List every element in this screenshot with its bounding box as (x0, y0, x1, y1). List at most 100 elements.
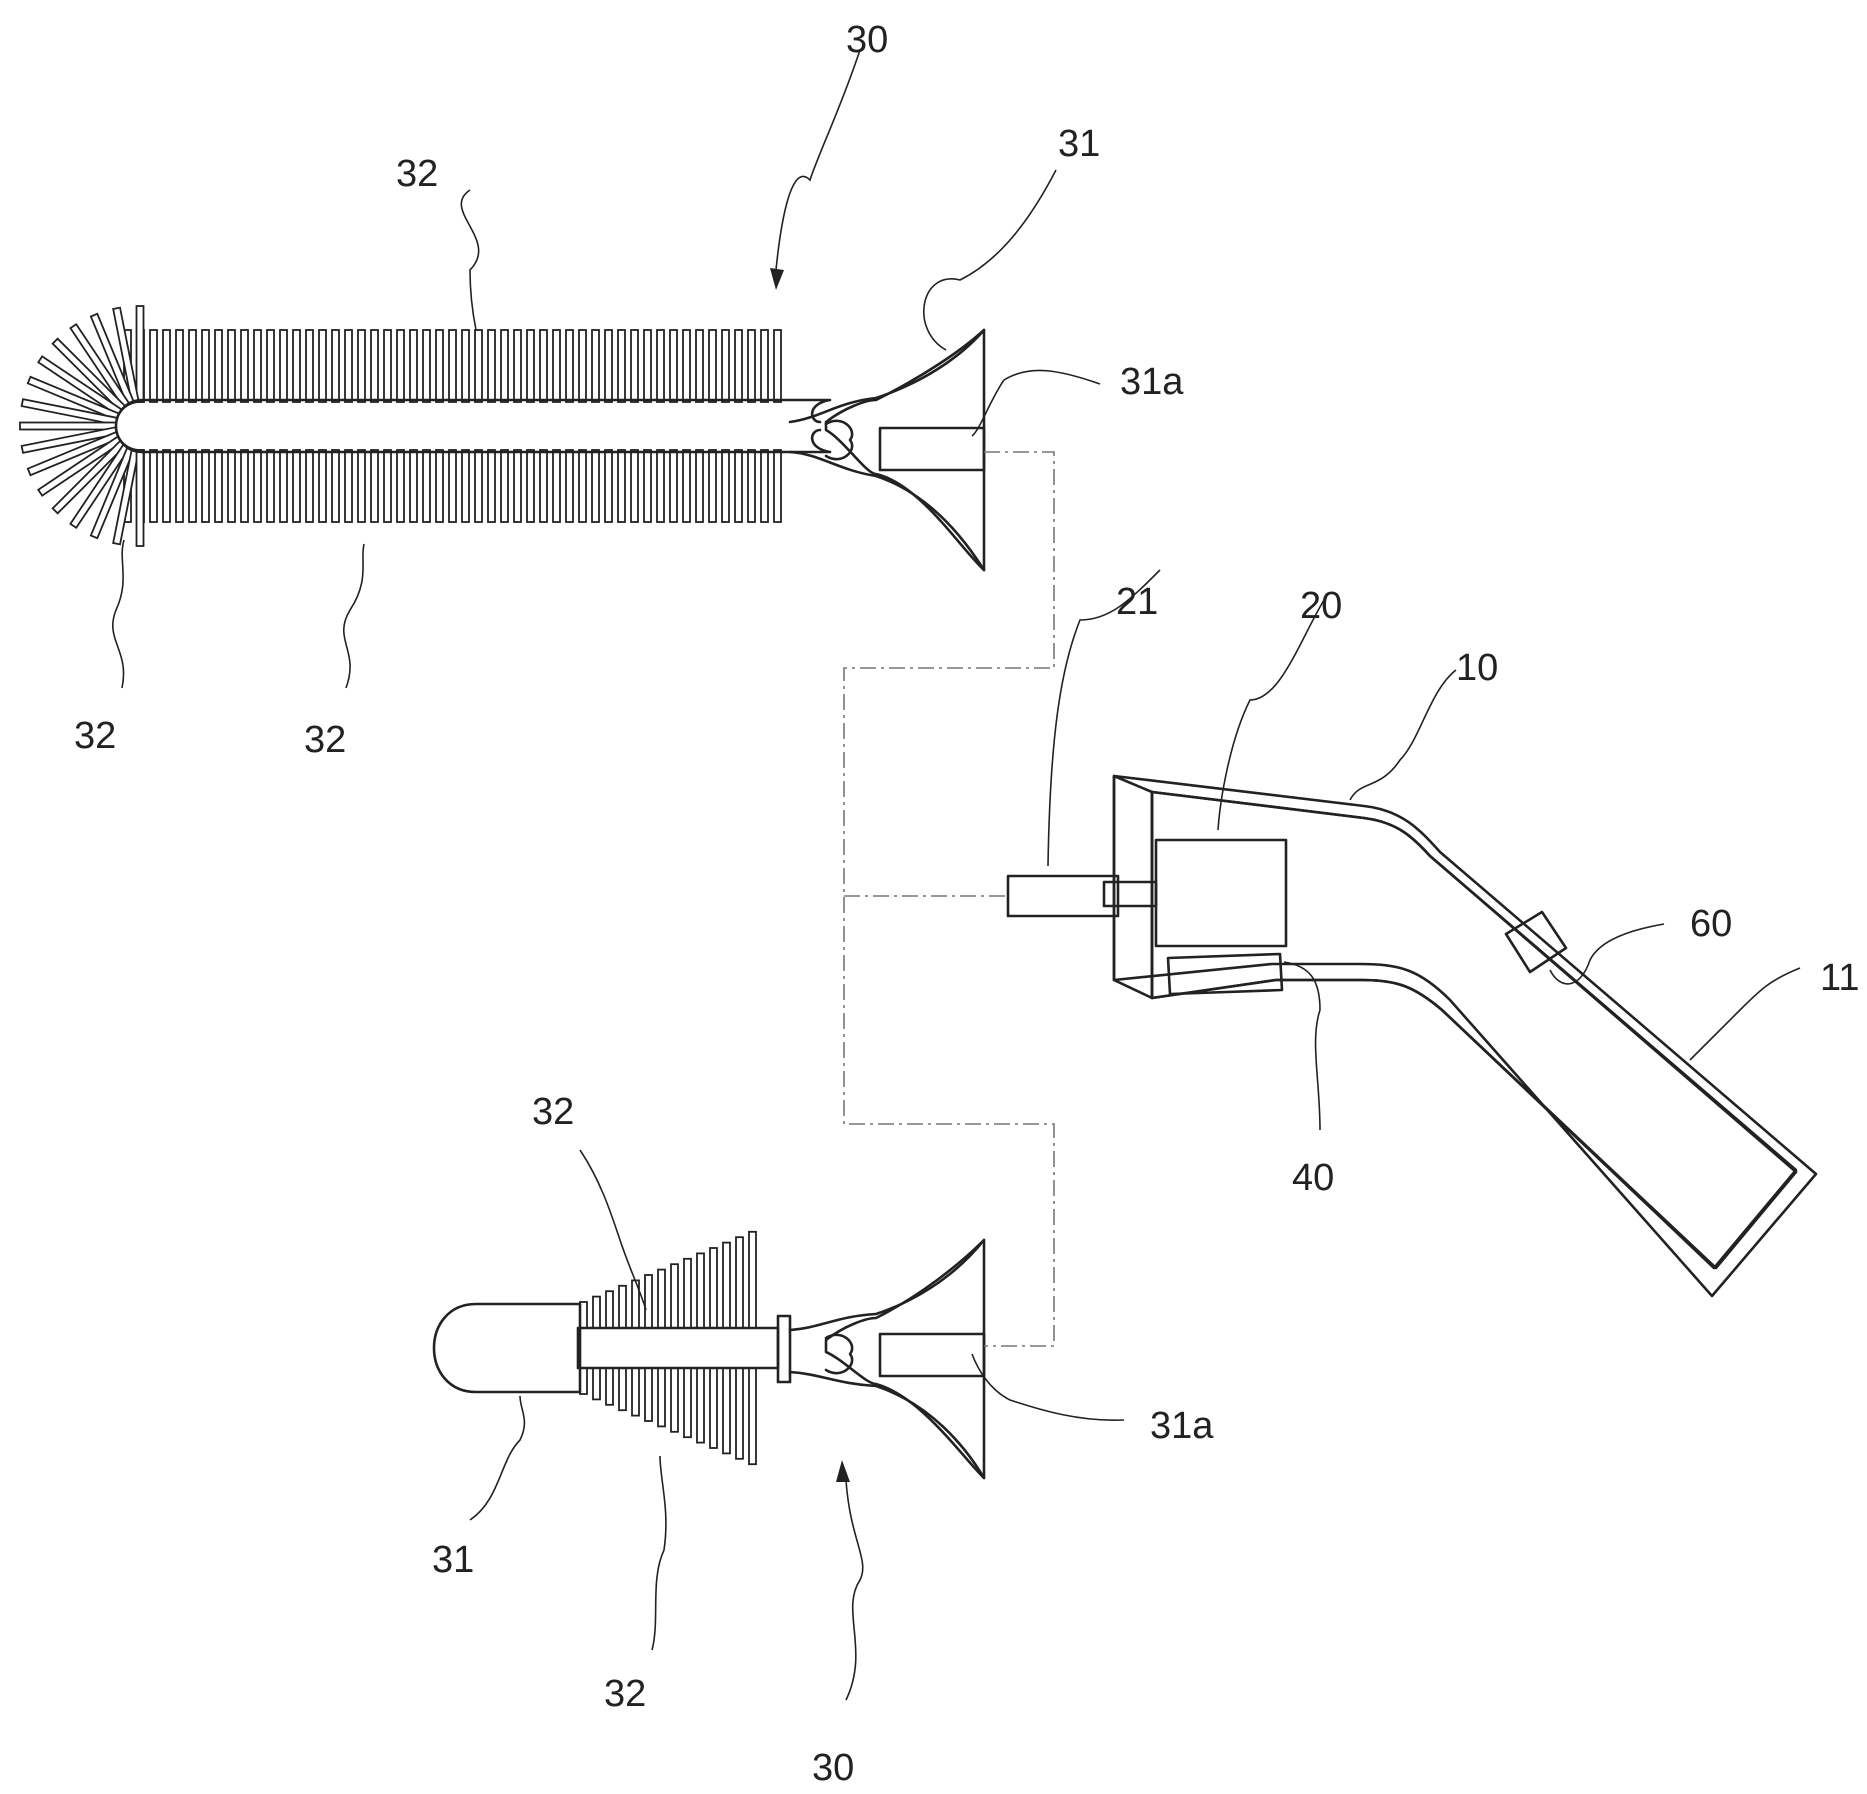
bristle (618, 1284, 627, 1329)
bristle (644, 1274, 653, 1329)
bristle (240, 329, 249, 403)
bristle (331, 449, 340, 523)
bristle (617, 329, 626, 403)
bristle (683, 1257, 692, 1329)
bristle (383, 449, 392, 523)
bristle (696, 1367, 705, 1444)
bristle (435, 329, 444, 403)
bristle (292, 329, 301, 403)
short-brush-bristles (579, 1230, 757, 1466)
bristle (708, 329, 717, 403)
bristle (227, 329, 236, 403)
bristle (266, 449, 275, 523)
bristle (279, 329, 288, 403)
bristle (305, 449, 314, 523)
bristle (526, 329, 535, 403)
bristle (318, 449, 327, 523)
bristle (669, 329, 678, 403)
short-brush-handle (824, 1238, 986, 1480)
bristle (565, 329, 574, 403)
label-31a-short: 31a (1150, 1405, 1214, 1447)
bristle (474, 329, 483, 403)
bristle (461, 329, 470, 403)
bristle (657, 1367, 666, 1428)
tip-bristle (19, 421, 117, 431)
bristle (396, 329, 405, 403)
bristle (149, 449, 158, 523)
bristle (682, 449, 691, 523)
bristle (747, 329, 756, 403)
bristle (422, 329, 431, 403)
bristle (695, 449, 704, 523)
motor (1154, 838, 1288, 948)
bristle (721, 449, 730, 523)
bristle (201, 449, 210, 523)
bristle (344, 449, 353, 523)
bristle (396, 449, 405, 523)
switch (1504, 910, 1568, 974)
bristle (578, 449, 587, 523)
bristle (409, 329, 418, 403)
bristle (709, 1367, 718, 1449)
bristle (592, 1367, 601, 1401)
bristle (409, 449, 418, 523)
long-brush-bristles (123, 329, 782, 523)
bristle (500, 329, 509, 403)
long-brush (19, 305, 986, 572)
bristle (682, 329, 691, 403)
bristle (630, 449, 639, 523)
bristle (292, 449, 301, 523)
housing-front-wall (1112, 774, 1154, 1000)
bristle (240, 449, 249, 523)
long-brush-core (114, 398, 832, 454)
bristle (708, 449, 717, 523)
shaft (1006, 874, 1120, 918)
bristle (383, 329, 392, 403)
bristle (357, 449, 366, 523)
short-brush (432, 1230, 986, 1480)
label-21: 21 (1116, 581, 1158, 623)
bristle (735, 1367, 744, 1460)
bristle (630, 329, 639, 403)
label-40: 40 (1292, 1157, 1334, 1199)
bristle (279, 449, 288, 523)
bristle (773, 449, 782, 523)
bristle (448, 329, 457, 403)
bristle (604, 329, 613, 403)
bristle (357, 329, 366, 403)
bristle (175, 329, 184, 403)
bristle (643, 329, 652, 403)
bristle (435, 449, 444, 523)
label-32-short-bottom: 32 (604, 1673, 646, 1715)
bristle (696, 1252, 705, 1329)
label-32-top: 32 (396, 153, 438, 195)
bristle (760, 329, 769, 403)
bristle (747, 449, 756, 523)
bristle (656, 449, 665, 523)
label-31-short: 31 (432, 1539, 474, 1581)
bristle (760, 449, 769, 523)
short-brush-head (432, 1302, 582, 1394)
long-brush-handle (824, 328, 986, 572)
bristle (670, 1263, 679, 1329)
bristle (605, 1367, 614, 1406)
bristle (526, 449, 535, 523)
bristle (370, 449, 379, 523)
device-housing (1006, 774, 1818, 1298)
bristle (539, 449, 548, 523)
bristle (513, 449, 522, 523)
bristle (735, 1236, 744, 1329)
bristle (734, 329, 743, 403)
bristle (695, 329, 704, 403)
bristle (305, 329, 314, 403)
bristle (552, 449, 561, 523)
bristle (604, 449, 613, 523)
bristle (318, 329, 327, 403)
bristle (721, 329, 730, 403)
bristle (656, 329, 665, 403)
bristle (253, 449, 262, 523)
bristle (578, 329, 587, 403)
label-30-top: 30 (846, 19, 888, 61)
long-brush-socket (878, 426, 986, 472)
